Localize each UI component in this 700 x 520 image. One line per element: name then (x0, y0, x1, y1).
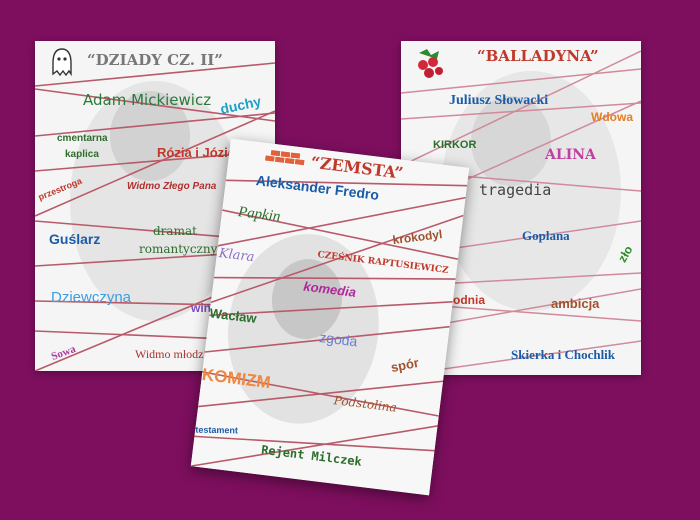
card-zemsta: “ZEMSTA” Aleksander Fredro krokodyl Papk… (190, 138, 470, 496)
author-label: Juliusz Słowacki (449, 93, 549, 108)
term-label: Wdowa (591, 110, 633, 124)
author-label: Adam Mickiewicz (83, 91, 212, 109)
term-label: ambicja (551, 296, 600, 311)
card-title: “DZIADY CZ. II” (87, 51, 223, 69)
brick-wall-icon (262, 145, 310, 168)
term-label: cmentarna (57, 133, 108, 144)
term-label: Dziewczyna (51, 289, 132, 306)
term-label: Guślarz (49, 231, 101, 247)
term-label: ALINA (545, 147, 596, 163)
term-label: tragedia (479, 181, 552, 199)
raspberry-icon (411, 45, 449, 81)
term-label: testament (195, 424, 238, 436)
term-label: dramat (153, 224, 197, 238)
term-label: Skierka i Chochlik (511, 347, 616, 362)
term-label: odnia (453, 293, 485, 307)
card-title: “BALLADYNA” (477, 47, 599, 65)
term-label: romantyczny (139, 242, 218, 256)
term-label: Widmo młodzi (135, 347, 207, 361)
card-zemsta-lines (190, 138, 470, 496)
term-label: kaplica (65, 149, 99, 160)
term-label: Rózia i Józio (157, 145, 236, 160)
ghost-icon (49, 47, 75, 77)
term-label: Widmo Złego Pana (127, 181, 217, 192)
term-label: Goplana (522, 228, 570, 243)
term-label: KIRKOR (433, 139, 477, 151)
